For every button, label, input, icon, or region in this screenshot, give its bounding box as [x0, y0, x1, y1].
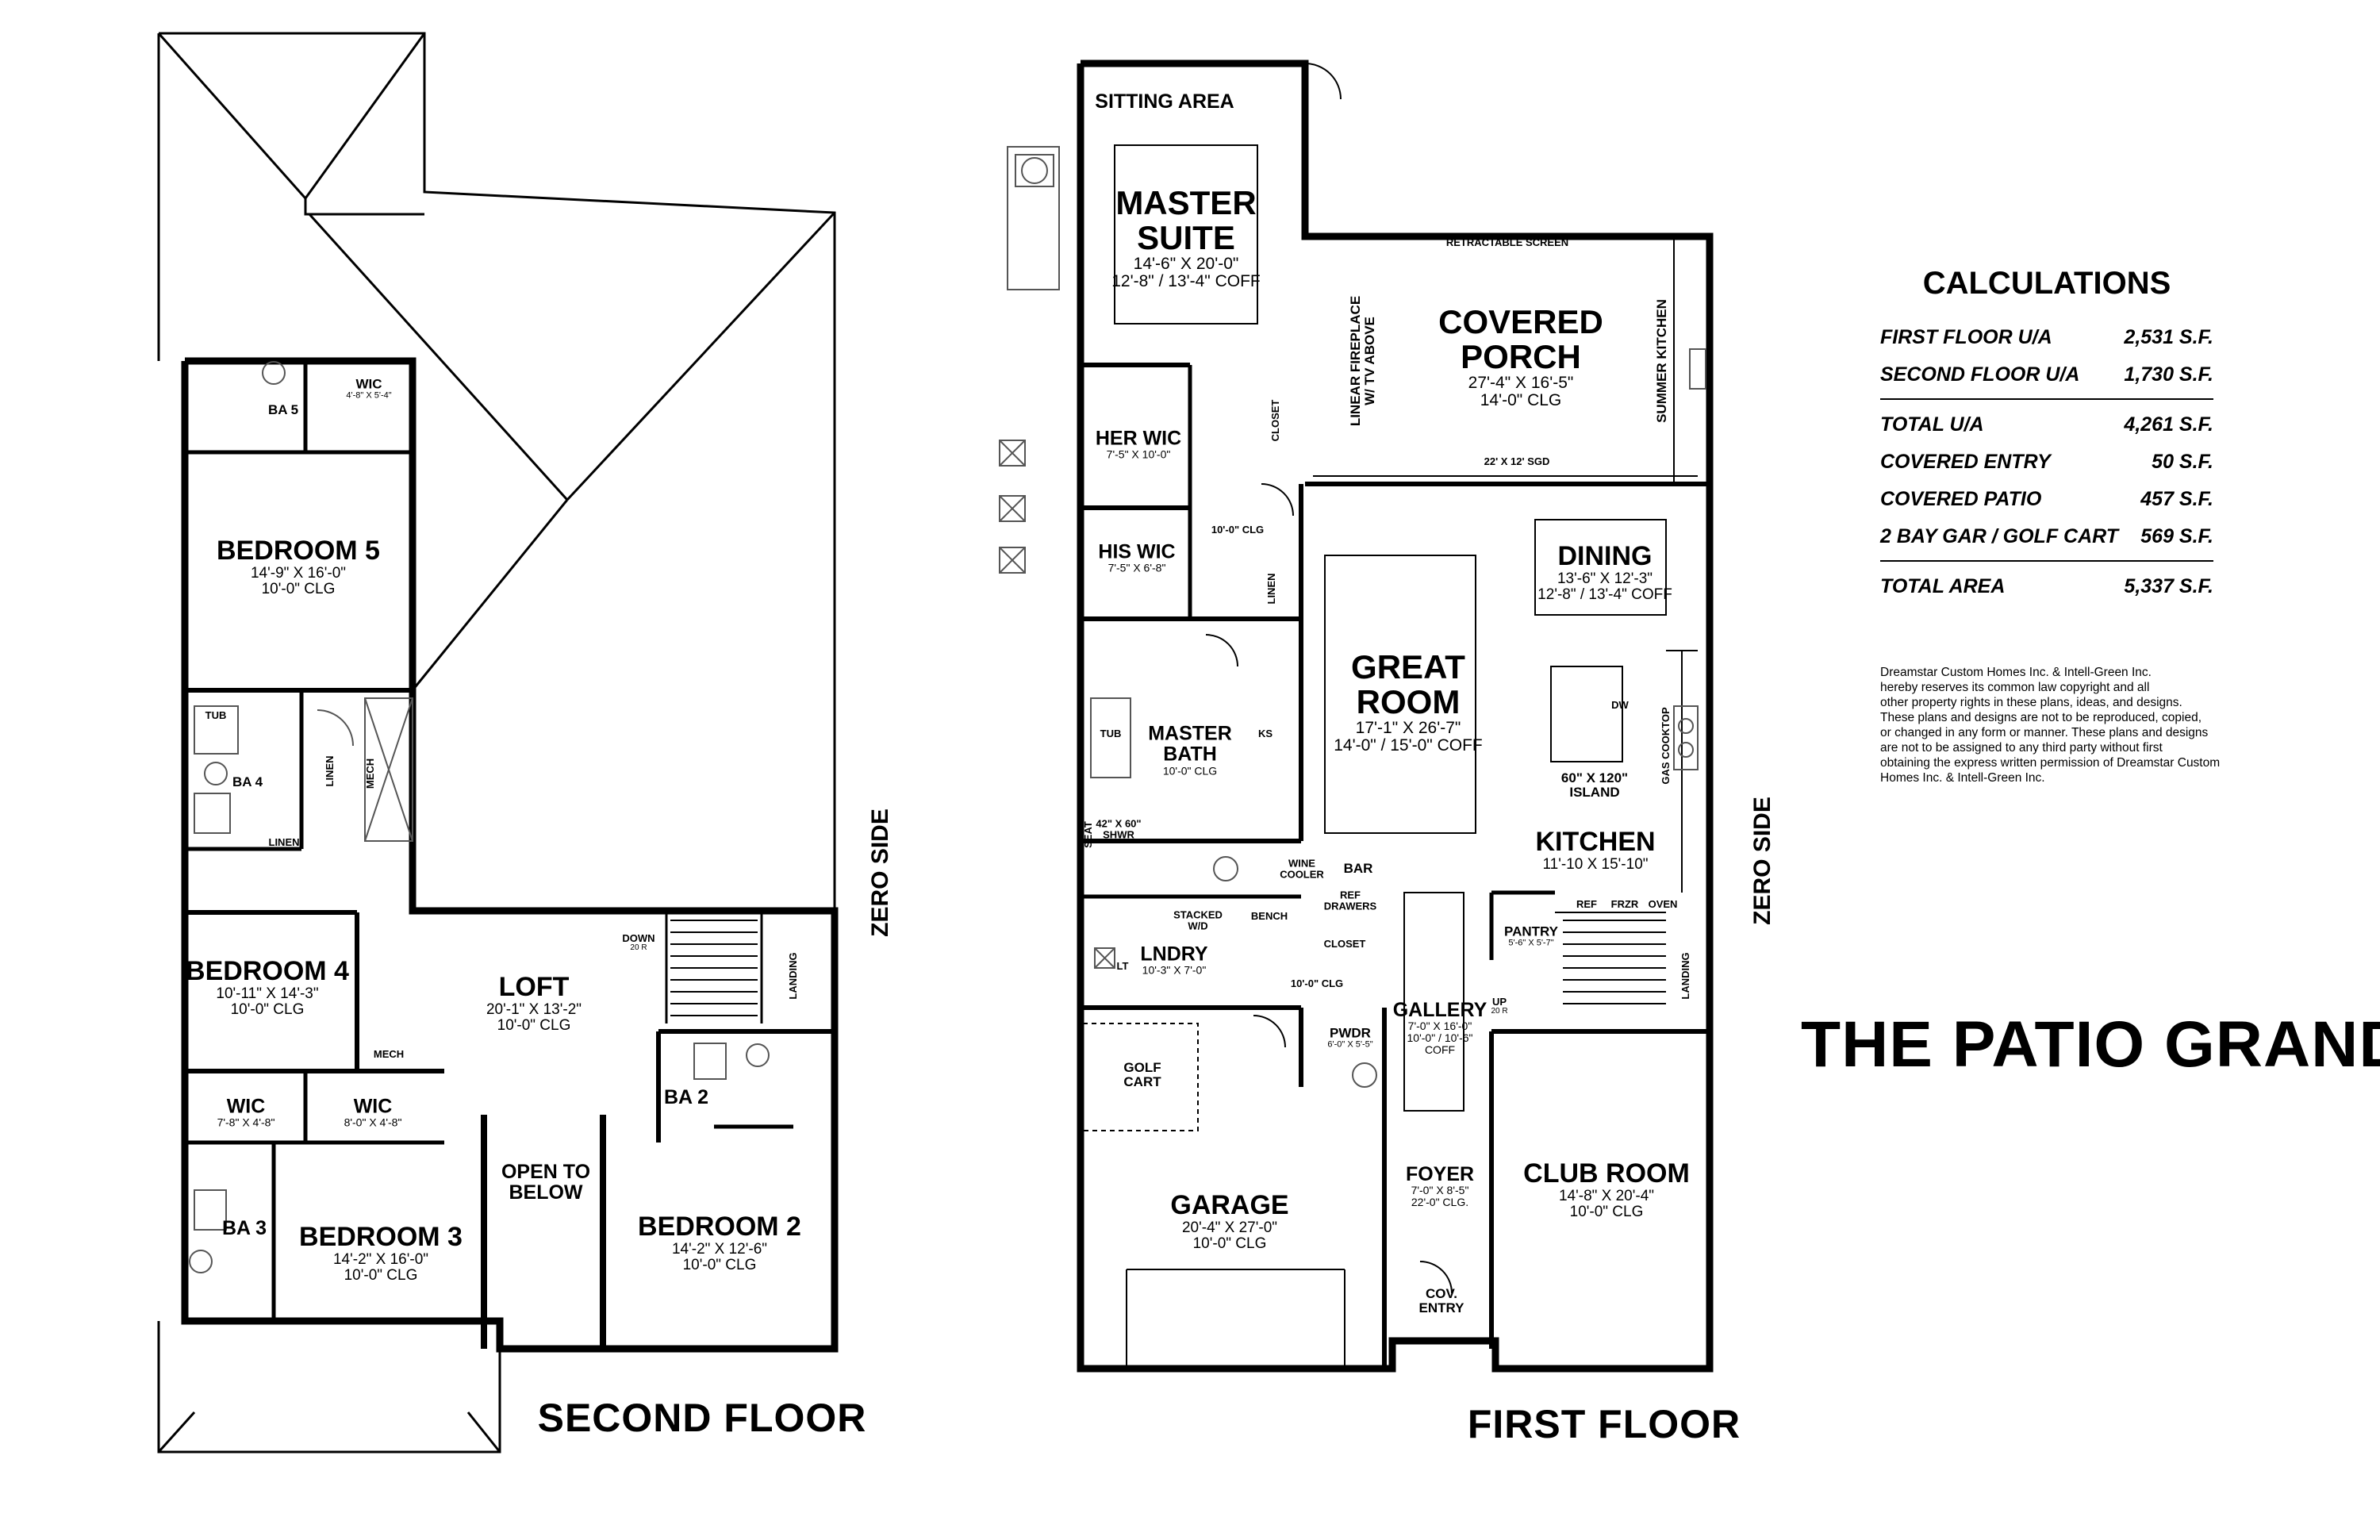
landing-label-2: LANDING	[787, 952, 800, 1000]
first-floor-title: FIRST FLOOR	[1467, 1402, 1741, 1446]
golf-cart-area: GOLF CART	[1123, 1060, 1161, 1089]
room-ba3: BA 3	[221, 1216, 267, 1239]
ceiling-height-hall: 10'-0" CLG	[1211, 524, 1265, 536]
knee-space-label: KS	[1257, 728, 1273, 740]
gas-cooktop-label: GAS COOKTOP	[1660, 707, 1672, 785]
closet-label-1: CLOSET	[1269, 399, 1282, 442]
second-floor-roof	[157, 32, 836, 1454]
oven-label: OVEN	[1648, 898, 1678, 911]
bench-label: BENCH	[1250, 910, 1288, 923]
master-bath-tub: TUB	[1100, 728, 1122, 740]
linen-closet-1: LINEN	[324, 755, 336, 787]
freezer-label: FRZR	[1610, 898, 1639, 911]
room-ba5: BA 5	[267, 402, 299, 418]
room-ba2: BA 2	[663, 1085, 709, 1108]
linen-closet-2: LINEN	[268, 836, 300, 849]
room-ba4: BA 4	[232, 774, 263, 790]
open-to-below: OPEN TO BELOW	[501, 1160, 591, 1204]
retractable-screen-label: RETRACTABLE SCREEN	[1445, 236, 1569, 249]
laundry-tub-label: LT	[1116, 960, 1129, 973]
first-floor-zero-side: ZERO SIDE	[1749, 797, 1775, 925]
seat-label: SEAT	[1082, 821, 1095, 848]
landing-label-1: LANDING	[1679, 952, 1692, 1000]
calculations-title: CALCULATIONS	[1922, 266, 2171, 301]
closet-label-2: CLOSET	[1323, 938, 1366, 950]
wine-cooler-label: WINE COOLER	[1280, 857, 1324, 880]
kitchen-island: 60" X 120" ISLAND	[1560, 770, 1629, 800]
linear-fireplace-label: LINEAR FIREPLACE W/ TV ABOVE	[1348, 295, 1377, 427]
second-floor-walls	[181, 357, 839, 1353]
second-floor-fixtures	[189, 361, 770, 1273]
stacked-washer-dryer: STACKED W/D	[1173, 908, 1223, 931]
room-sitting-area: SITTING AREA	[1095, 90, 1234, 113]
second-floor-stairs	[670, 920, 758, 1016]
room-tub: TUB	[205, 709, 227, 722]
linen-label: LINEN	[1265, 573, 1278, 605]
bar-label: BAR	[1343, 861, 1373, 877]
mech-room-1: MECH	[364, 758, 377, 789]
first-floor-fixtures	[999, 146, 1706, 1088]
calc-divider	[1880, 398, 2213, 400]
refrigerator-label: REF	[1576, 898, 1597, 911]
sliding-glass-door-label: 22' X 12' SGD	[1484, 455, 1550, 468]
second-floor-title: SECOND FLOOR	[537, 1396, 867, 1440]
summer-kitchen-label: SUMMER KITCHEN	[1654, 299, 1670, 423]
first-floor-details	[1082, 63, 1710, 1369]
second-floor-zero-side: ZERO SIDE	[867, 808, 893, 937]
plan-title: THE PATIO GRAND	[1801, 1008, 2380, 1081]
mech-room-2: MECH	[373, 1048, 405, 1061]
ref-drawers-label: REF DRAWERS	[1323, 889, 1377, 912]
calc-divider	[1880, 560, 2213, 562]
covered-entry: COV. ENTRY	[1418, 1286, 1464, 1315]
ceiling-height-laundry-hall: 10'-0" CLG	[1290, 977, 1344, 990]
shower-label: 42" X 60" SHWR	[1096, 817, 1142, 840]
dishwasher-label: DW	[1611, 699, 1629, 712]
copyright-notice: Dreamstar Custom Homes Inc. & Intell-Gre…	[1880, 666, 2221, 785]
